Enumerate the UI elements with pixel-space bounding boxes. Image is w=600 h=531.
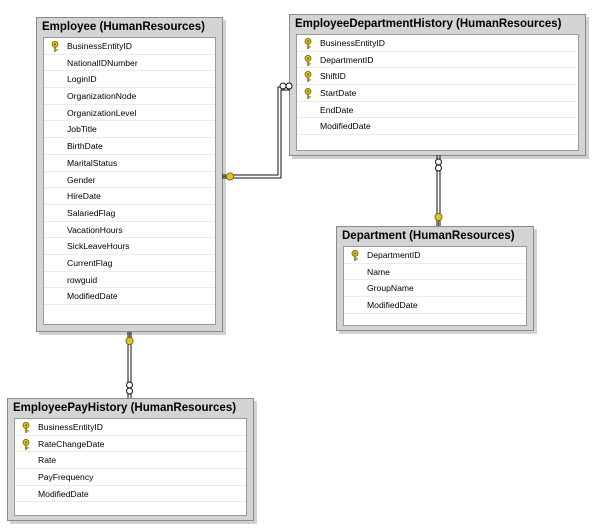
column-name: OrganizationNode <box>67 91 137 102</box>
primary-key-icon <box>303 54 313 66</box>
table-title: EmployeePayHistory (HumanResources) <box>13 402 237 414</box>
column-row[interactable]: Gender <box>44 172 215 189</box>
column-name: LoginID <box>67 74 97 85</box>
table-employee[interactable]: Employee (HumanResources) BusinessEntity… <box>36 17 223 332</box>
column-row[interactable]: LoginID <box>44 71 215 89</box>
column-row[interactable]: SickLeaveHours <box>44 238 215 255</box>
column-name: OrganizationLevel <box>67 107 137 118</box>
column-row[interactable]: JobTitle <box>44 121 215 139</box>
column-row[interactable]: ShiftID <box>297 68 578 86</box>
column-name: StartDate <box>320 88 357 99</box>
column-row[interactable]: SalariedFlag <box>44 205 215 222</box>
one-end-key-marker <box>434 212 443 226</box>
relationship-employee-to-edh[interactable] <box>222 82 293 181</box>
column-row[interactable]: Name <box>344 264 526 281</box>
column-row[interactable]: GroupName <box>344 280 526 298</box>
column-name: CurrentFlag <box>67 257 113 268</box>
column-name: ModifiedDate <box>367 300 418 311</box>
column-row[interactable]: HireDate <box>44 188 215 205</box>
column-name: NationalIDNumber <box>67 57 138 68</box>
column-row[interactable]: BusinessEntityID <box>44 38 215 55</box>
table-department[interactable]: Department (HumanResources) DepartmentID… <box>336 226 534 331</box>
column-name: BirthDate <box>67 141 103 152</box>
primary-key-icon <box>21 422 31 433</box>
column-row[interactable]: DepartmentID <box>344 247 526 264</box>
column-name: RateChangeDate <box>38 438 105 449</box>
column-row[interactable]: BusinessEntityID <box>297 35 578 52</box>
column-name: Rate <box>38 455 57 466</box>
column-name: ModifiedDate <box>320 121 371 132</box>
primary-key-icon <box>350 250 360 261</box>
many-end-infinity-marker <box>126 381 133 395</box>
column-row[interactable]: ModifiedDate <box>15 486 246 503</box>
table-title: EmployeeDepartmentHistory (HumanResource… <box>295 18 562 30</box>
column-row[interactable]: CurrentFlag <box>44 255 215 272</box>
primary-key-icon <box>303 88 313 99</box>
one-end-key-marker <box>125 332 134 345</box>
column-name: PayFrequency <box>38 472 94 483</box>
column-row[interactable]: EndDate <box>297 102 578 119</box>
column-row[interactable]: OrganizationLevel <box>44 105 215 122</box>
primary-key-icon <box>303 71 313 83</box>
column-name: rowguid <box>67 274 98 285</box>
column-row[interactable]: RateChangeDate <box>15 436 246 453</box>
column-name: VacationHours <box>67 224 123 235</box>
many-end-infinity-marker <box>279 82 293 90</box>
table-employee-pay-history[interactable]: EmployeePayHistory (HumanResources) Busi… <box>7 398 254 521</box>
column-name: BusinessEntityID <box>67 41 132 51</box>
relationship-employee-to-pay-history[interactable] <box>125 332 134 398</box>
column-name: ModifiedDate <box>67 291 118 302</box>
column-name: Name <box>367 266 390 277</box>
table-title: Department (HumanResources) <box>342 230 515 242</box>
primary-key-icon <box>50 41 60 52</box>
column-row[interactable]: NationalIDNumber <box>44 55 215 72</box>
column-row[interactable]: MaritalStatus <box>44 155 215 172</box>
column-row[interactable]: VacationHours <box>44 222 215 239</box>
column-row[interactable]: ModifiedDate <box>44 288 215 305</box>
table-title: Employee (HumanResources) <box>42 21 205 33</box>
column-name: Gender <box>67 174 96 185</box>
column-name: JobTitle <box>67 124 97 135</box>
relationship-department-to-edh[interactable] <box>434 155 443 226</box>
column-name: MaritalStatus <box>67 157 118 168</box>
column-name: DepartmentID <box>320 54 374 65</box>
column-list: BusinessEntityID DepartmentID ShiftID Start… <box>296 34 579 151</box>
column-row[interactable]: BirthDate <box>44 138 215 155</box>
column-name: SickLeaveHours <box>67 241 130 252</box>
column-name: EndDate <box>320 104 354 115</box>
one-end-key-marker <box>222 172 234 181</box>
column-name: GroupName <box>367 283 414 294</box>
column-row[interactable]: ModifiedDate <box>344 297 526 314</box>
column-row[interactable]: StartDate <box>297 85 578 102</box>
column-row[interactable]: BusinessEntityID <box>15 419 246 436</box>
column-name: SalariedFlag <box>67 207 116 218</box>
column-row[interactable]: ModifiedDate <box>297 118 578 136</box>
column-name: BusinessEntityID <box>38 422 103 432</box>
table-employee-department-history[interactable]: EmployeeDepartmentHistory (HumanResource… <box>289 14 586 156</box>
column-name: DepartmentID <box>367 250 421 260</box>
many-end-infinity-marker <box>435 158 442 172</box>
column-row[interactable]: PayFrequency <box>15 469 246 486</box>
primary-key-icon <box>303 38 313 49</box>
primary-key-icon <box>21 438 31 450</box>
column-name: ModifiedDate <box>38 488 89 499</box>
column-row[interactable]: Rate <box>15 452 246 470</box>
column-name: ShiftID <box>320 71 346 82</box>
column-row[interactable]: DepartmentID <box>297 52 578 69</box>
column-row[interactable]: OrganizationNode <box>44 88 215 105</box>
column-row[interactable]: rowguid <box>44 272 215 289</box>
column-name: BusinessEntityID <box>320 38 385 48</box>
column-name: HireDate <box>67 191 101 202</box>
